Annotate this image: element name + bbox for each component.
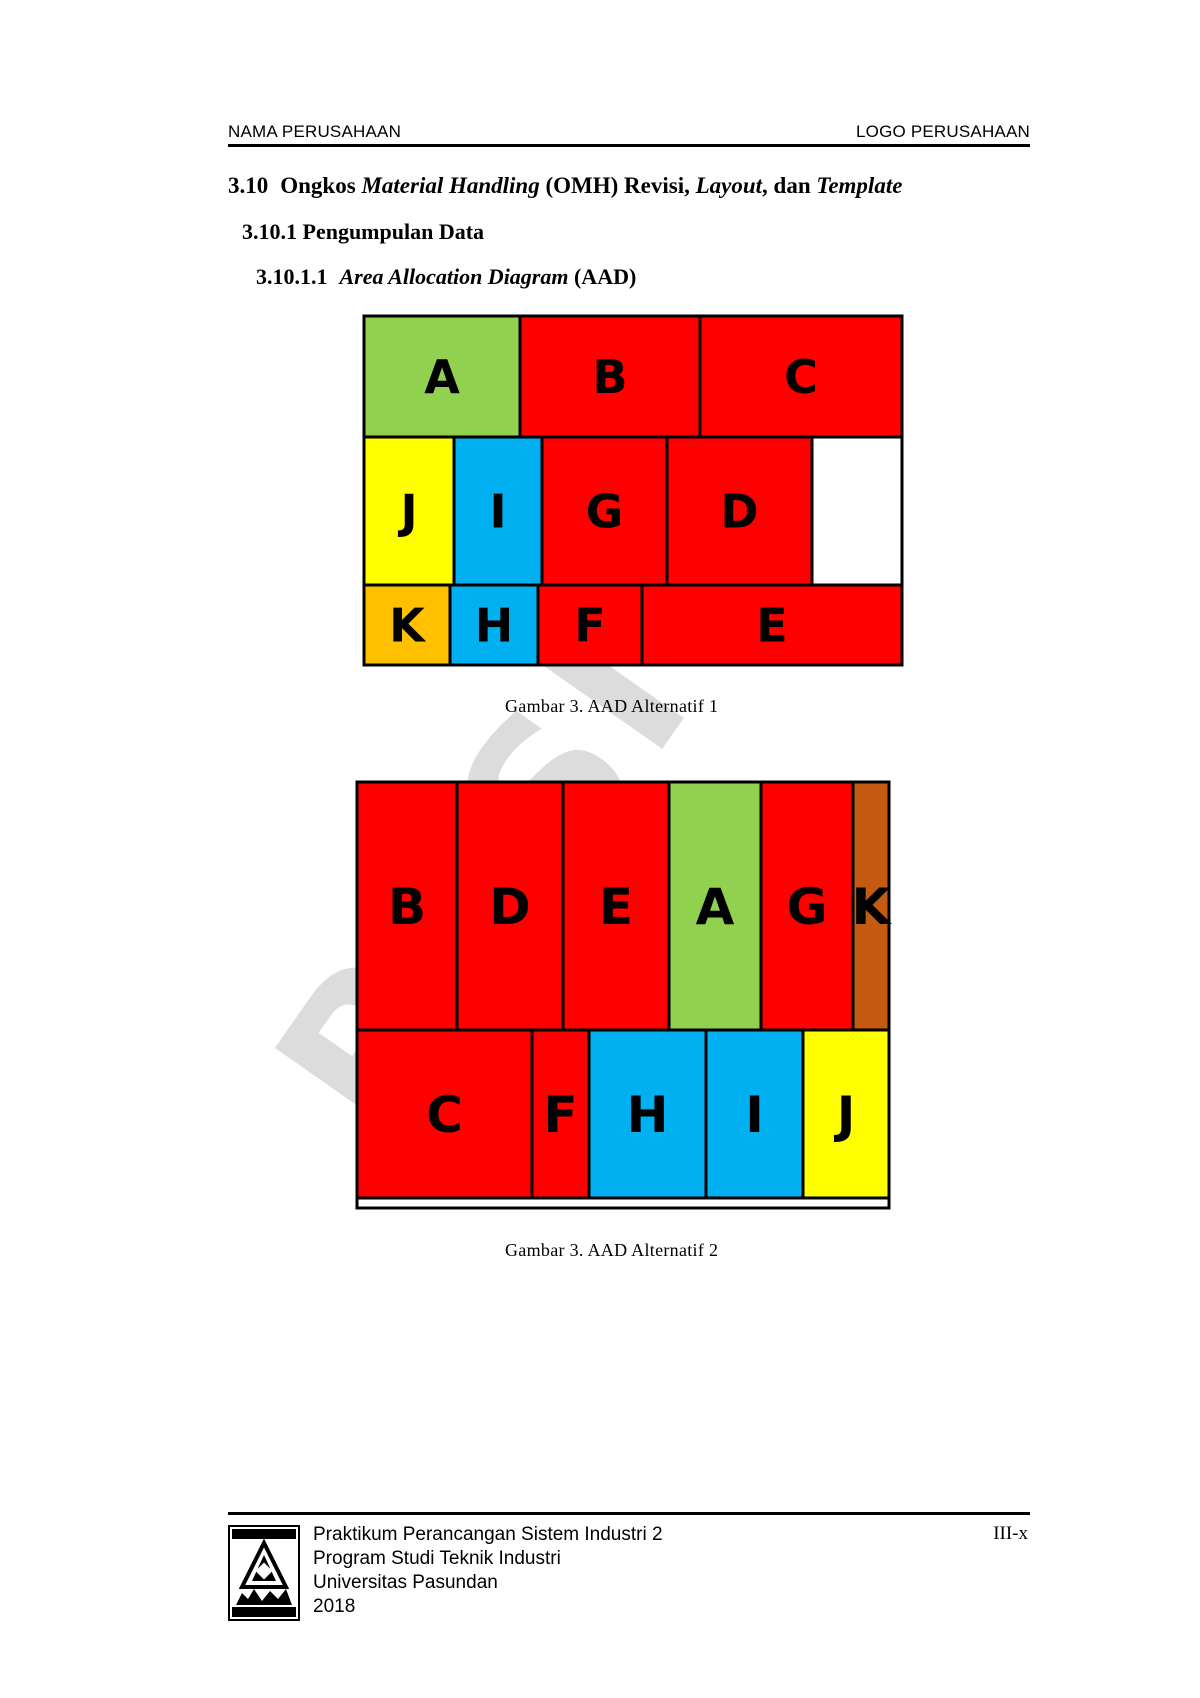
aad2-block-i [704, 1028, 805, 1200]
section-title-part: , dan [762, 173, 817, 198]
company-logo-placeholder: LOGO PERUSAHAAN [856, 122, 1030, 141]
aad2-block-label: F [543, 1086, 577, 1144]
subsubsection-title: Area Allocation Diagram [339, 264, 569, 289]
footer-line: Universitas Pasundan [313, 1572, 498, 1593]
footer-line: Program Studi Teknik Industri [313, 1548, 561, 1569]
aad1-block-b [518, 314, 702, 439]
aad1-block-a [362, 314, 522, 439]
section-title-part: Template [816, 173, 903, 198]
page-header: NAMA PERUSAHAAN LOGO PERUSAHAAN [228, 114, 1030, 147]
aad2-block-g [759, 780, 855, 1032]
aad1-block-label: D [720, 485, 758, 539]
aad1-block-label: F [574, 599, 605, 653]
aad2-block-e [561, 780, 671, 1032]
aad1-block-label: C [784, 350, 818, 404]
aad1-block-c [698, 314, 904, 439]
aad2-block-f [530, 1028, 591, 1200]
section-title-part: (OMH) Revisi, [539, 173, 696, 198]
section-number: 3.10 [228, 173, 269, 198]
aad2-block-label: E [599, 878, 633, 936]
footer-line: Praktikum Perancangan Sistem Industri 2 [313, 1524, 663, 1545]
aad1-block-e [640, 583, 904, 667]
aad2-block-d [455, 780, 565, 1032]
aad2-block-label: G [786, 878, 827, 936]
section-title-part: Ongkos [280, 173, 362, 198]
aad2-block-j [801, 1028, 891, 1200]
company-name: NAMA PERUSAHAAN [228, 122, 402, 141]
aad2-block-label: A [696, 878, 735, 936]
aad1-block-k [362, 583, 452, 667]
aad2-block-a [667, 780, 763, 1032]
aad1-block-label: I [489, 485, 506, 539]
aad2-block-label: I [745, 1086, 764, 1144]
section-title-part: Layout [695, 173, 763, 198]
aad1-block-label: B [592, 350, 627, 404]
aad2-bottom-strip [355, 1196, 891, 1210]
aad1-block-label: K [389, 599, 427, 653]
aad2-block-label: H [627, 1086, 669, 1144]
aad2-block-k [851, 780, 891, 1032]
aad1-block-empty [810, 435, 904, 587]
footer-line: 2018 [313, 1596, 356, 1617]
aad1-block-f [536, 583, 644, 667]
aad2-block-c [355, 1028, 534, 1200]
subsection-heading: 3.10.1 Pengumpulan Data [242, 219, 485, 244]
figure-caption-2: Gambar 3. AAD Alternatif 2 [505, 1240, 719, 1260]
subsubsection-heading: 3.10.1.1 Area Allocation Diagram (AAD) [256, 264, 636, 290]
aad2-block-b [355, 780, 459, 1032]
aad1-block-label: A [424, 350, 460, 404]
aad2-block-label: K [852, 878, 893, 936]
aad2-block-label: J [834, 1086, 856, 1144]
section-title-part: Material Handling [361, 173, 540, 198]
aad1-block-label: E [756, 599, 787, 653]
aad2-block-label: B [388, 878, 426, 936]
aad1-block-label: G [586, 485, 624, 539]
aad1-block-label: J [397, 485, 417, 539]
footer-info: Praktikum Perancangan Sistem Industri 2 … [313, 1523, 663, 1619]
figure-caption-1: Gambar 3. AAD Alternatif 1 [505, 696, 719, 716]
section-heading: 3.10 Ongkos Material Handling (OMH) Revis… [228, 173, 902, 199]
page-footer: Praktikum Perancangan Sistem Industri 2 … [228, 1512, 1030, 1621]
aad2-block-label: C [426, 1086, 463, 1144]
subsubsection-title-suffix: (AAD) [568, 264, 637, 289]
aad2-block-label: D [489, 878, 531, 936]
aad1-block-label: H [475, 599, 514, 653]
laboratory-logo [228, 1525, 300, 1621]
page-number: III-x [993, 1523, 1028, 1544]
subsubsection-number: 3.10.1.1 [256, 264, 328, 289]
